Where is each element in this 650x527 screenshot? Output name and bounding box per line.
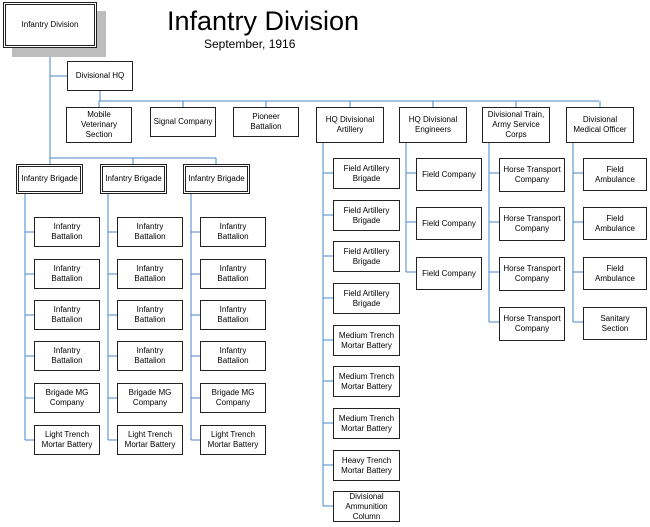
org-box-artillery-9: Divisional Ammunition Column xyxy=(333,491,400,522)
org-box-artillery-1: Field Artillery Brigade xyxy=(333,158,400,189)
org-box-train-1: Horse Transport Company xyxy=(499,158,565,192)
org-box-brigade-3-subunit-1: Infantry Battalion xyxy=(200,217,266,247)
org-box-divisional-train: Divisional Train, Army Service Corps xyxy=(482,107,550,143)
org-box-brigade-1-subunit-6: Light Trench Mortar Battery xyxy=(34,425,100,455)
org-box-brigade-2-subunit-3: Infantry Battalion xyxy=(117,300,183,330)
org-box-brigade-2-subunit-4: Infantry Battalion xyxy=(117,341,183,371)
org-box-medical-officer: Divisional Medical Officer xyxy=(566,107,634,143)
org-box-brigade-3-subunit-5: Brigade MG Company xyxy=(200,383,266,413)
org-box-engineers-1: Field Company xyxy=(416,158,482,191)
org-box-artillery-5: Medium Trench Mortar Battery xyxy=(333,325,400,356)
org-box-brigade-2: Infantry Brigade xyxy=(100,164,167,194)
org-box-train-4: Horse Transport Company xyxy=(499,307,565,341)
org-box-brigade-1-subunit-4: Infantry Battalion xyxy=(34,341,100,371)
org-box-hq-artillery: HQ Divisional Artillery xyxy=(316,107,384,143)
connector-group xyxy=(24,48,601,507)
org-box-artillery-6: Medium Trench Mortar Battery xyxy=(333,366,400,397)
org-box-signal-company: Signal Company xyxy=(150,107,216,137)
org-box-brigade-3-subunit-2: Infantry Battalion xyxy=(200,259,266,289)
org-box-mobile-veterinary: Mobile Veterinary Section xyxy=(66,107,132,143)
org-box-artillery-2: Field Artillery Brigade xyxy=(333,200,400,231)
org-box-brigade-2-subunit-1: Infantry Battalion xyxy=(117,217,183,247)
org-box-medical-3: Field Ambulance xyxy=(583,257,647,290)
org-box-brigade-3: Infantry Brigade xyxy=(183,164,250,194)
org-box-medical-2: Field Ambulance xyxy=(583,207,647,240)
org-box-artillery-7: Medium Trench Mortar Battery xyxy=(333,408,400,439)
org-box-brigade-1-subunit-3: Infantry Battalion xyxy=(34,300,100,330)
org-box-artillery-8: Heavy Trench Mortar Battery xyxy=(333,450,400,481)
org-box-brigade-3-subunit-6: Light Trench Mortar Battery xyxy=(200,425,266,455)
org-box-division: Infantry Division xyxy=(3,2,97,48)
org-box-medical-1: Field Ambulance xyxy=(583,158,647,191)
org-box-brigade-2-subunit-2: Infantry Battalion xyxy=(117,259,183,289)
org-box-engineers-2: Field Company xyxy=(416,207,482,240)
org-box-engineers-3: Field Company xyxy=(416,257,482,290)
org-box-divisional-hq: Divisional HQ xyxy=(67,61,133,91)
org-box-medical-4: Sanitary Section xyxy=(583,307,647,340)
org-box-train-2: Horse Transport Company xyxy=(499,207,565,241)
org-box-train-3: Horse Transport Company xyxy=(499,257,565,291)
org-box-artillery-4: Field Artillery Brigade xyxy=(333,283,400,314)
org-box-hq-engineers: HQ Divisional Engineers xyxy=(399,107,467,143)
org-box-brigade-1-subunit-5: Brigade MG Company xyxy=(34,383,100,413)
chart-subtitle: September, 1916 xyxy=(204,37,296,51)
org-box-brigade-1: Infantry Brigade xyxy=(16,164,83,194)
chart-title: Infantry Division xyxy=(167,6,360,36)
org-box-brigade-3-subunit-4: Infantry Battalion xyxy=(200,341,266,371)
org-box-artillery-3: Field Artillery Brigade xyxy=(333,241,400,272)
org-box-brigade-1-subunit-1: Infantry Battalion xyxy=(34,217,100,247)
org-box-brigade-1-subunit-2: Infantry Battalion xyxy=(34,259,100,289)
org-box-brigade-2-subunit-5: Brigade MG Company xyxy=(117,383,183,413)
org-box-pioneer-battalion: Pioneer Battalion xyxy=(233,107,299,137)
org-box-brigade-2-subunit-6: Light Trench Mortar Battery xyxy=(117,425,183,455)
org-box-brigade-3-subunit-3: Infantry Battalion xyxy=(200,300,266,330)
